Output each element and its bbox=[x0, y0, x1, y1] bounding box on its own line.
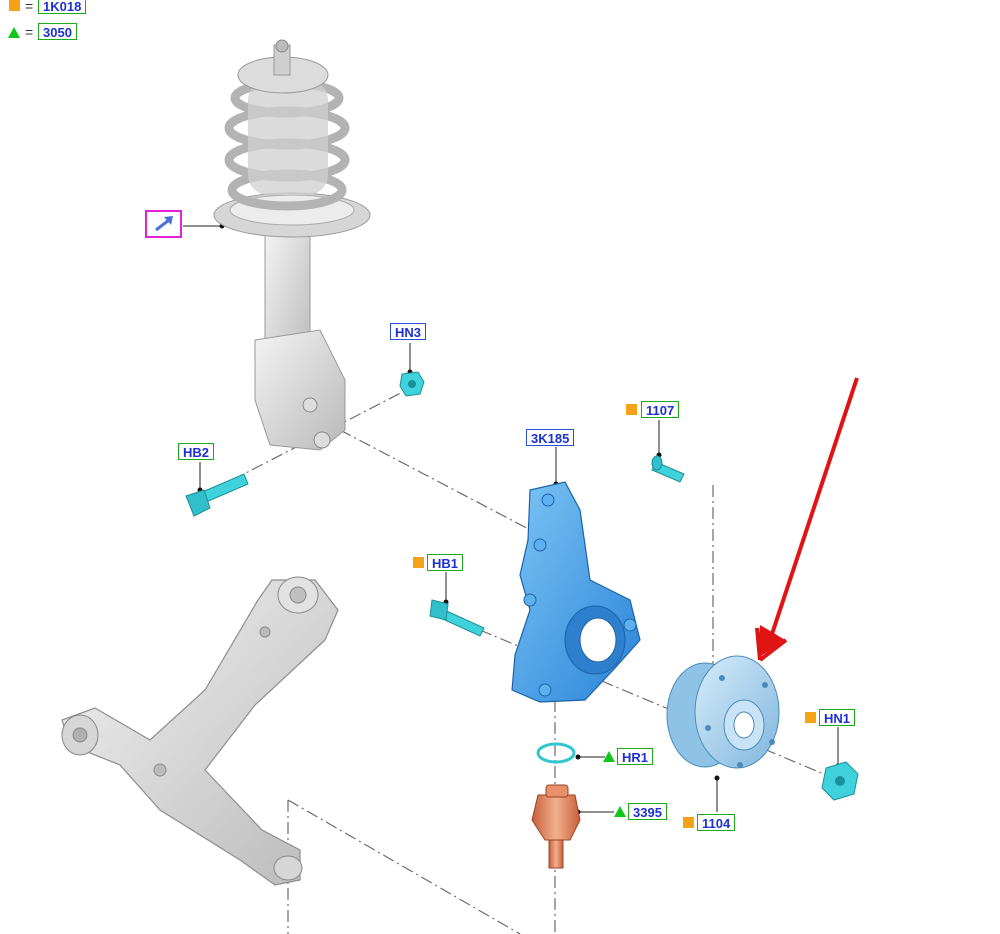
strut-to-knuckle-line bbox=[339, 429, 541, 536]
callout-hn1[interactable]: HN1 bbox=[819, 709, 856, 726]
legend-equals-1: = bbox=[25, 0, 34, 14]
callout-hb2[interactable]: HB2 bbox=[178, 443, 215, 460]
orange-square-icon bbox=[413, 557, 424, 568]
nut-hn3 bbox=[399, 371, 425, 397]
orange-square-icon bbox=[805, 712, 816, 723]
green-triangle-icon bbox=[614, 806, 626, 817]
callout-1107[interactable]: 1107 bbox=[641, 401, 680, 418]
bolt-hb2 bbox=[185, 473, 249, 517]
orange-square-icon bbox=[626, 404, 637, 415]
lower-control-arm bbox=[61, 576, 339, 886]
callout-1104[interactable]: 1104 bbox=[697, 814, 736, 831]
stud-1107 bbox=[651, 455, 685, 483]
ball-joint-3395 bbox=[531, 784, 581, 869]
strut-link-button[interactable] bbox=[145, 210, 182, 238]
wheel-hub-bearing bbox=[666, 655, 780, 769]
callout-hr1[interactable]: HR1 bbox=[617, 748, 654, 765]
steering-knuckle bbox=[511, 481, 641, 703]
callout-hn3[interactable]: HN3 bbox=[390, 323, 427, 340]
legend-equals-2: = bbox=[25, 24, 34, 40]
green-triangle-icon bbox=[603, 751, 615, 762]
callout-3k185[interactable]: 3K185 bbox=[526, 429, 575, 446]
red-indicator-arrow bbox=[755, 377, 859, 662]
callout-3395[interactable]: 3395 bbox=[628, 803, 667, 820]
legend-square-code[interactable]: 1K018 bbox=[38, 0, 87, 14]
arm-line-diagonal bbox=[287, 799, 521, 934]
arrow-link-icon bbox=[155, 216, 173, 232]
retaining-ring-hr1 bbox=[536, 742, 576, 764]
legend-triangle-code[interactable]: 3050 bbox=[38, 23, 77, 40]
nut-hn1 bbox=[821, 761, 859, 801]
bolt-hb1 bbox=[429, 599, 485, 637]
green-triangle-icon bbox=[8, 27, 20, 38]
orange-square-icon bbox=[9, 0, 20, 11]
orange-square-icon bbox=[683, 817, 694, 828]
callout-hb1[interactable]: HB1 bbox=[427, 554, 464, 571]
leader-lines bbox=[183, 225, 839, 813]
strut-assembly bbox=[213, 39, 371, 451]
